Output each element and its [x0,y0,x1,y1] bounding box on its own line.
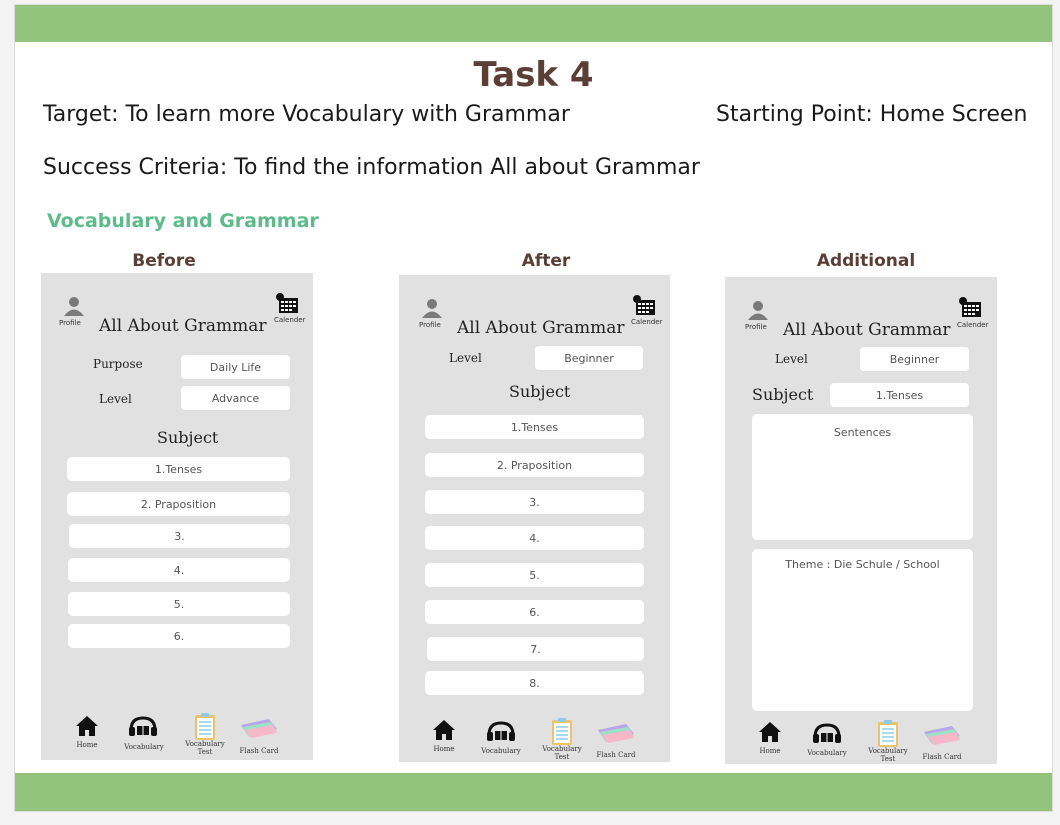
home-icon[interactable] [758,721,782,743]
vocabulary-icon[interactable] [127,716,159,740]
vocabulary-label: Vocabulary [807,749,847,757]
profile-label: Profile [745,323,767,331]
sentences-panel[interactable]: Sentences [752,414,973,540]
level-field[interactable]: Beginner [860,347,969,371]
purpose-label: Purpose [93,357,143,371]
vocabulary-icon[interactable] [811,723,843,747]
app-title: All About Grammar [783,320,951,340]
phone-additional: Profile All About Grammar Calender Level… [725,277,997,764]
vocabulary-test-icon[interactable] [551,718,573,746]
subject-item[interactable]: 4. [425,526,644,550]
app-title: All About Grammar [457,318,625,338]
calendar-icon[interactable] [275,292,299,314]
level-field[interactable]: Beginner [535,346,643,370]
flash-card-label: Flash Card [596,751,636,759]
subject-item[interactable]: 3. [69,524,290,548]
task-sheet: Task 4 Target: To learn more Vocabulary … [14,4,1053,812]
section-heading: Vocabulary and Grammar [47,210,319,232]
vocabulary-test-icon[interactable] [877,720,899,748]
home-label: Home [76,741,98,749]
profile-label: Profile [59,319,81,327]
purpose-field[interactable]: Daily Life [181,355,290,379]
calendar-icon[interactable] [632,294,656,316]
before-label: Before [132,251,196,271]
subject-item[interactable]: 3. [425,490,644,514]
home-icon[interactable] [432,719,456,741]
subject-item[interactable]: 5. [68,592,290,616]
level-label: Level [99,392,132,406]
phone-after: Profile All About Grammar Calender Level… [399,275,670,762]
vocabulary-icon[interactable] [485,721,517,745]
success-criteria-text: Success Criteria: To find the informatio… [43,155,700,180]
subject-field[interactable]: 1.Tenses [830,383,969,407]
target-text: Target: To learn more Vocabulary with Gr… [43,102,570,127]
calendar-label: Calender [957,321,989,329]
vocabulary-test-icon[interactable] [194,713,216,741]
app-title: All About Grammar [99,316,267,336]
profile-icon[interactable] [63,295,85,317]
subject-item[interactable]: 2. Praposition [425,453,644,477]
flash-card-icon[interactable] [239,717,279,739]
additional-label: Additional [816,251,916,271]
home-label: Home [759,747,781,755]
subject-item[interactable]: 1.Tenses [425,415,644,439]
flash-card-icon[interactable] [596,722,636,744]
starting-point-text: Starting Point: Home Screen [716,102,1028,127]
top-green-band [15,5,1052,42]
flash-card-label: Flash Card [922,753,962,761]
subject-heading: Subject [752,385,814,404]
subject-item[interactable]: 2. Praposition [67,492,290,516]
profile-icon[interactable] [421,297,443,319]
level-field[interactable]: Advance [181,386,290,410]
calendar-label: Calender [274,316,306,324]
level-label: Level [775,352,808,366]
home-icon[interactable] [75,715,99,737]
home-label: Home [433,745,455,753]
subject-item[interactable]: 7. [427,637,644,661]
subject-item[interactable]: 5. [425,563,644,587]
subject-item[interactable]: 1.Tenses [67,457,290,481]
vocabulary-label: Vocabulary [124,743,164,751]
subject-heading: Subject [157,428,219,447]
profile-label: Profile [419,321,441,329]
subject-heading: Subject [509,382,571,401]
theme-panel[interactable]: Theme : Die Schule / School [752,549,973,711]
after-label: After [521,251,571,271]
calendar-label: Calender [631,318,663,326]
bottom-green-band [15,773,1052,811]
level-label: Level [449,351,482,365]
subject-item[interactable]: 8. [425,671,644,695]
phone-before: Profile All About Grammar Calender Purpo… [41,273,313,760]
calendar-icon[interactable] [958,296,982,318]
subject-item[interactable]: 6. [68,624,290,648]
subject-item[interactable]: 6. [425,600,644,624]
subject-item[interactable]: 4. [68,558,290,582]
vocabulary-label: Vocabulary [481,747,521,755]
page-title: Task 4 [473,55,594,95]
flash-card-label: Flash Card [239,747,279,755]
profile-icon[interactable] [747,299,769,321]
flash-card-icon[interactable] [922,724,962,746]
